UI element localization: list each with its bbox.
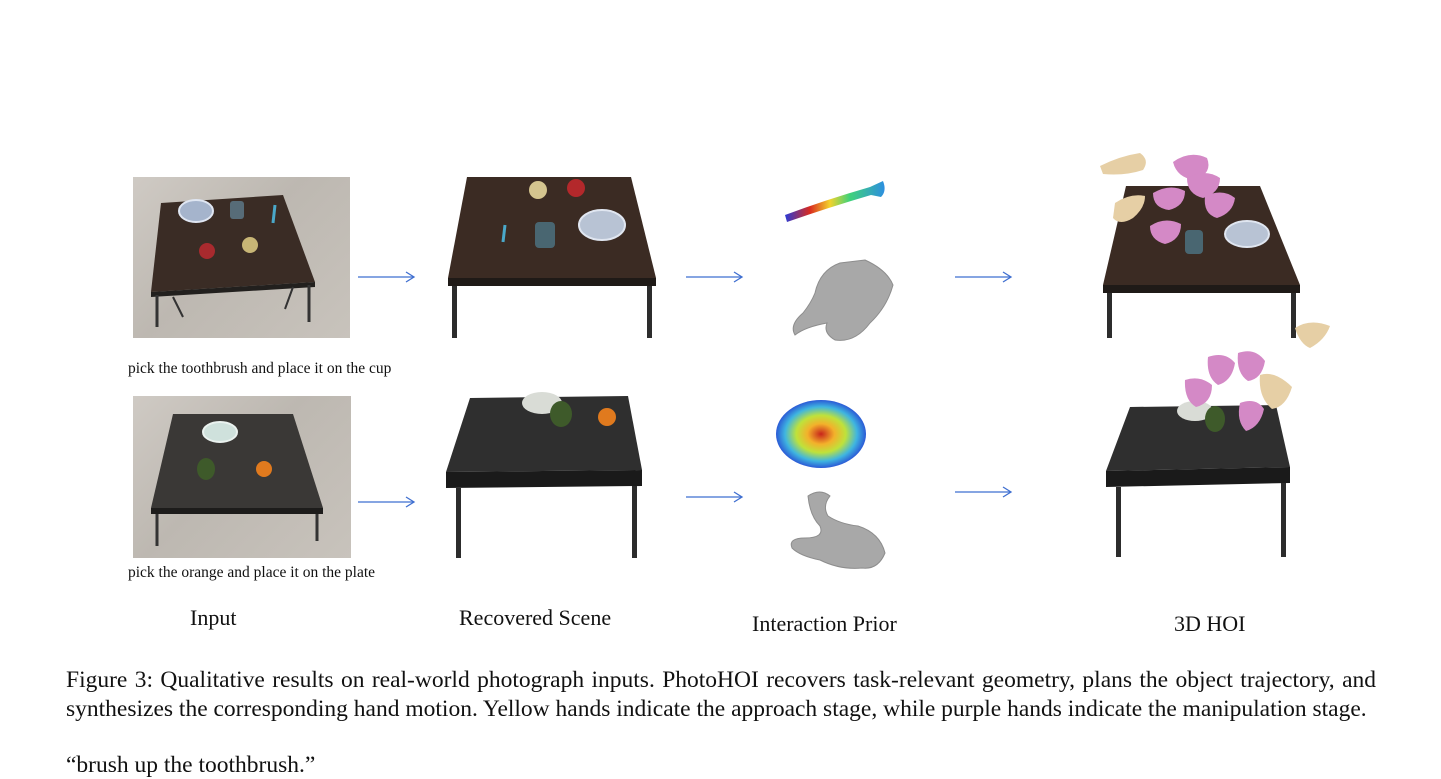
figure-caption: Figure 3: Qualitative results on real-wo… xyxy=(66,667,1376,722)
column-label-interaction-prior: Interaction Prior xyxy=(752,611,897,636)
row-caption: pick the toothbrush and place it on the … xyxy=(128,360,392,377)
hoi-result-orange xyxy=(1100,345,1305,560)
arrow-icon xyxy=(955,271,1013,283)
column-label-input: Input xyxy=(190,605,237,630)
hoi-result-toothbrush xyxy=(1095,148,1340,358)
recovered-scene-toothbrush xyxy=(440,170,665,340)
arrow-icon xyxy=(358,496,416,508)
arrow-icon xyxy=(686,491,744,503)
arrow-icon xyxy=(955,486,1013,498)
column-label-recovered-scene: Recovered Scene xyxy=(459,605,612,630)
row-caption: pick the orange and place it on the plat… xyxy=(128,564,376,581)
arrow-icon xyxy=(358,271,416,283)
column-label-3d-hoi: 3D HOI xyxy=(1174,611,1246,636)
arrow-icon xyxy=(686,271,744,283)
input-photo-orange xyxy=(133,396,351,558)
interaction-prior-orange xyxy=(770,398,895,576)
interaction-prior-toothbrush xyxy=(775,175,905,350)
input-photo-toothbrush xyxy=(133,177,350,338)
recovered-scene-orange xyxy=(440,388,650,560)
